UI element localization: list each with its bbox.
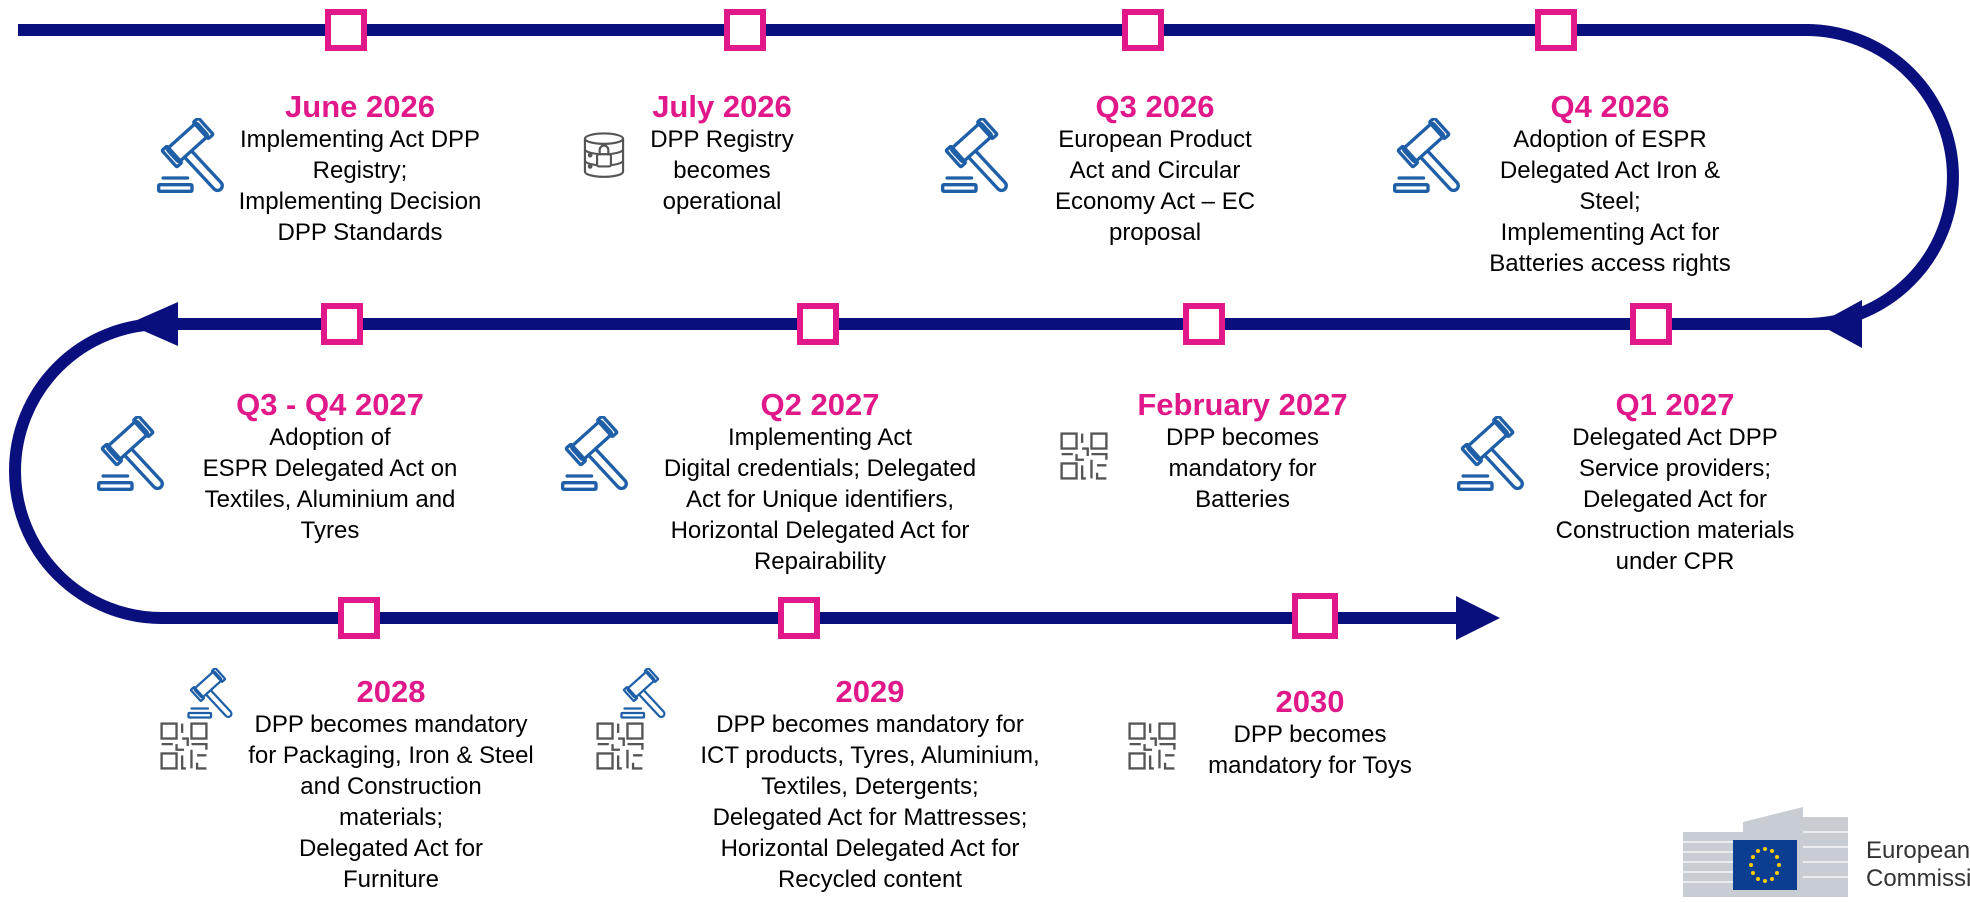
milestone-date: February 2027: [1137, 387, 1348, 422]
milestone-date: Q4 2026: [1550, 89, 1670, 124]
milestone-q2-2027: Q2 2027 Implementing Act Digital credent…: [640, 388, 1000, 577]
gavel-icon: [152, 118, 232, 198]
gavel-icon: [92, 416, 172, 496]
qr-code-icon: [1124, 718, 1180, 774]
qr-code-icon: [156, 718, 212, 774]
milestone-description: European Product Act and Circular Econom…: [1054, 126, 1256, 246]
milestone-date: June 2026: [285, 89, 435, 124]
milestone-marker: [724, 9, 766, 51]
milestone-marker: [1122, 9, 1164, 51]
gavel-icon: [1452, 416, 1532, 496]
milestone-description: Adoption of ESPR Delegated Act Iron & St…: [1489, 126, 1731, 277]
gavel-icon: [1388, 118, 1468, 198]
ec-building-logo-icon: [1683, 807, 1848, 897]
arrowhead-row-2: [1818, 300, 1862, 348]
milestone-marker: [797, 303, 839, 345]
milestone-date: Q1 2027: [1615, 387, 1735, 422]
track-curve-right: [1805, 24, 1959, 330]
milestone-date: Q2 2027: [760, 387, 880, 422]
milestone-q1-2027: Q1 2027 Delegated Act DPP Service provid…: [1530, 388, 1820, 577]
milestone-marker: [1292, 593, 1338, 639]
milestone-marker: [778, 597, 820, 639]
milestone-description: Adoption of ESPR Delegated Act on Textil…: [202, 424, 458, 544]
milestone-q4-2026: Q4 2026 Adoption of ESPR Delegated Act I…: [1460, 90, 1760, 279]
milestone-description: Delegated Act DPP Service providers; Del…: [1555, 424, 1795, 575]
arrowhead-row-3: [1456, 596, 1500, 640]
milestone-description: DPP becomes mandatory for Batteries: [1166, 424, 1319, 513]
milestone-february-2027: February 2027 DPP becomes mandatory for …: [1110, 388, 1375, 515]
qr-code-icon: [592, 718, 648, 774]
milestone-q3-2026: Q3 2026 European Product Act and Circula…: [1010, 90, 1300, 248]
milestone-2028: 2028 DPP becomes mandatory for Packaging…: [226, 675, 556, 895]
european-commission-logo: European Commission: [1683, 802, 1970, 897]
arrowhead-row-2-left: [128, 302, 178, 346]
gavel-icon: [936, 118, 1016, 198]
logo-text-line-2: Commission: [1866, 865, 1970, 892]
milestone-2029: 2029 DPP becomes mandatory for ICT produ…: [670, 675, 1070, 895]
milestone-description: Implementing Act Digital credentials; De…: [663, 424, 977, 575]
milestone-marker: [1535, 9, 1577, 51]
milestone-marker: [321, 303, 363, 345]
milestone-description: DPP Registry becomes operational: [650, 126, 794, 215]
gavel-icon: [556, 416, 636, 496]
milestone-june-2026: June 2026 Implementing Act DPP Registry;…: [230, 90, 490, 248]
milestone-marker: [1183, 303, 1225, 345]
milestone-date: Q3 - Q4 2027: [236, 387, 424, 422]
milestone-date: 2030: [1275, 684, 1345, 719]
milestone-marker: [1630, 303, 1672, 345]
milestone-marker: [338, 597, 380, 639]
track-curve-left: [9, 318, 163, 624]
milestone-date: 2028: [356, 674, 426, 709]
qr-code-icon: [1056, 428, 1112, 484]
milestone-marker: [325, 9, 367, 51]
logo-text-line-1: European: [1866, 837, 1970, 864]
milestone-description: DPP becomes mandatory for Packaging, Iro…: [248, 711, 534, 893]
gavel-icon: [617, 668, 671, 722]
milestone-q3-q4-2027: Q3 - Q4 2027 Adoption of ESPR Delegated …: [180, 388, 480, 546]
milestone-2030: 2030 DPP becomes mandatory for Toys: [1180, 685, 1440, 781]
milestone-description: Implementing Act DPP Registry; Implement…: [238, 126, 482, 246]
milestone-july-2026: July 2026 DPP Registry becomes operation…: [622, 90, 822, 217]
milestone-date: July 2026: [652, 89, 792, 124]
milestone-date: Q3 2026: [1095, 89, 1215, 124]
milestone-date: 2029: [835, 674, 905, 709]
milestone-description: DPP becomes mandatory for ICT products, …: [700, 711, 1040, 893]
milestone-description: DPP becomes mandatory for Toys: [1208, 721, 1412, 779]
